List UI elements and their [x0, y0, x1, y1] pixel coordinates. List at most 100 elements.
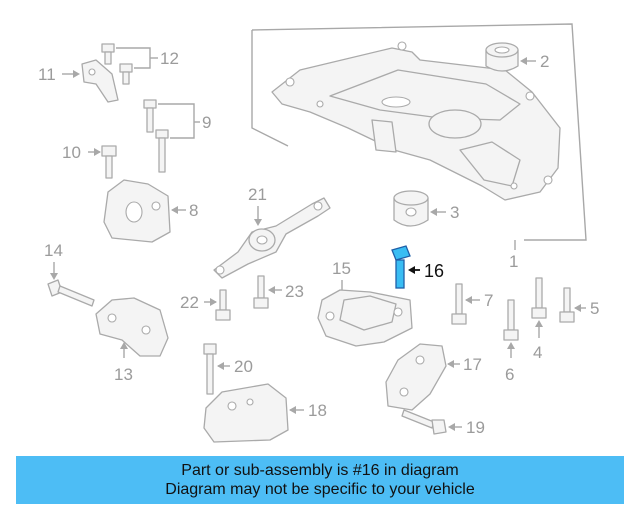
arrow-21	[254, 219, 262, 226]
arrow-11	[73, 70, 80, 78]
callout-9[interactable]: 9	[202, 113, 211, 132]
arrow-3	[430, 208, 437, 216]
mount-13-part	[95, 297, 169, 357]
subframe-slot	[381, 96, 411, 108]
subframe-hole-d	[543, 175, 553, 185]
mount-8-hole	[125, 201, 143, 223]
callout-6[interactable]: 6	[505, 365, 514, 384]
bolt-14-shank	[57, 285, 95, 307]
info-banner: Part or sub-assembly is #16 in diagram D…	[16, 456, 624, 504]
bolt-19-group: 19	[401, 409, 485, 437]
arrow-18	[289, 406, 296, 414]
arrow-6	[507, 342, 515, 349]
mount-15-pad	[339, 295, 397, 331]
subframe-hole-b	[397, 41, 407, 51]
callout-3[interactable]: 3	[450, 203, 459, 222]
bolt-7-group: 7	[451, 283, 493, 325]
bolt-5-shank	[563, 287, 571, 313]
callout-14[interactable]: 14	[44, 241, 63, 260]
callout-16[interactable]: 16	[424, 261, 444, 281]
arrow-8	[171, 206, 178, 214]
bushing-2-group: 2	[485, 42, 549, 72]
leader-9	[158, 103, 195, 139]
rod-21-start-hole	[215, 265, 225, 275]
subframe-mount-cup	[428, 109, 482, 139]
bolt-4-head	[531, 307, 547, 319]
subframe-bracket	[371, 119, 397, 153]
callout-15[interactable]: 15	[332, 259, 351, 278]
mount-8-hole-b	[151, 201, 161, 211]
callout-2[interactable]: 2	[540, 52, 549, 71]
bolt-20-group: 20	[203, 343, 253, 395]
mount-18-part	[203, 383, 289, 443]
bracket-17-group: 17	[385, 343, 482, 411]
bracket-11-part	[81, 59, 119, 103]
arrow-13	[120, 342, 128, 349]
subframe-hole-e	[316, 100, 324, 108]
callout-7[interactable]: 7	[484, 291, 493, 310]
callout-8[interactable]: 8	[189, 201, 198, 220]
bolt-9b-shank	[158, 137, 166, 173]
mount-18-hole-a	[227, 401, 237, 411]
callout-11[interactable]: 11	[38, 65, 56, 84]
mount-15-group: 15	[317, 259, 413, 347]
callout-23[interactable]: 23	[285, 282, 304, 301]
bolt-12a-shank	[104, 51, 112, 65]
bolt-22-group: 22	[180, 289, 231, 321]
bolt-12a-head	[101, 43, 115, 53]
callout-4[interactable]: 4	[533, 343, 542, 362]
mount-13-hole-b	[141, 325, 151, 335]
bolt-16-head[interactable]	[391, 245, 411, 261]
bolt-19-head	[431, 419, 447, 435]
callout-17[interactable]: 17	[463, 355, 482, 374]
bushing-3-top	[393, 190, 429, 206]
bolt-12b-shank	[122, 71, 130, 85]
mount-13-hole-a	[107, 313, 117, 323]
banner-line-2: Diagram may not be specific to your vehi…	[165, 481, 475, 498]
bolt-10-group: 10	[62, 143, 117, 179]
bolt-6-head	[503, 329, 519, 341]
mount-18-hole-b	[246, 398, 254, 406]
callout-1[interactable]: 1	[509, 252, 518, 271]
subframe-hole-c	[525, 91, 535, 101]
bolt-12b-head	[119, 63, 133, 73]
callout-19[interactable]: 19	[466, 418, 485, 437]
arrow-2	[520, 57, 527, 65]
bracket-17-hole-b	[399, 387, 409, 397]
callout-5[interactable]: 5	[590, 299, 599, 318]
bolt-9a-head	[143, 99, 157, 109]
arrow-5	[574, 304, 581, 312]
bolt-16-group[interactable]: 16	[391, 245, 444, 289]
subframe-box-left-edge	[251, 30, 289, 147]
bolt-14-group: 14	[44, 241, 95, 307]
arrow-22	[210, 298, 217, 306]
callout-18[interactable]: 18	[308, 401, 327, 420]
bolt-9b-head	[155, 129, 169, 139]
arrow-10	[94, 148, 101, 156]
mount-15-hole-a	[325, 311, 335, 321]
bolt-4-group: 4	[531, 277, 547, 362]
bolt-20-shank	[206, 353, 214, 395]
callout-12[interactable]: 12	[160, 49, 179, 68]
arrow-4	[535, 320, 543, 327]
subframe-part	[271, 47, 561, 201]
callout-21[interactable]: 21	[248, 185, 267, 204]
arrow-7	[465, 296, 472, 304]
banner-line-1: Part or sub-assembly is #16 in diagram	[181, 462, 459, 479]
subframe-rear-arm	[459, 141, 521, 187]
bolt-16-shank[interactable]	[395, 259, 405, 289]
arrow-19	[448, 423, 455, 431]
bushing-3-hole	[405, 207, 417, 217]
callout-22[interactable]: 22	[180, 293, 199, 312]
bolt-23-group: 23	[253, 275, 304, 309]
bolt-23-head	[253, 297, 269, 309]
callout-20[interactable]: 20	[234, 357, 253, 376]
callout-13[interactable]: 13	[114, 365, 133, 384]
bracket-11-hole	[88, 68, 96, 76]
bolt-19-shank	[401, 409, 435, 429]
bolt-7-head	[451, 313, 467, 325]
callout-10[interactable]: 10	[62, 143, 81, 162]
arrow-16	[408, 266, 415, 274]
